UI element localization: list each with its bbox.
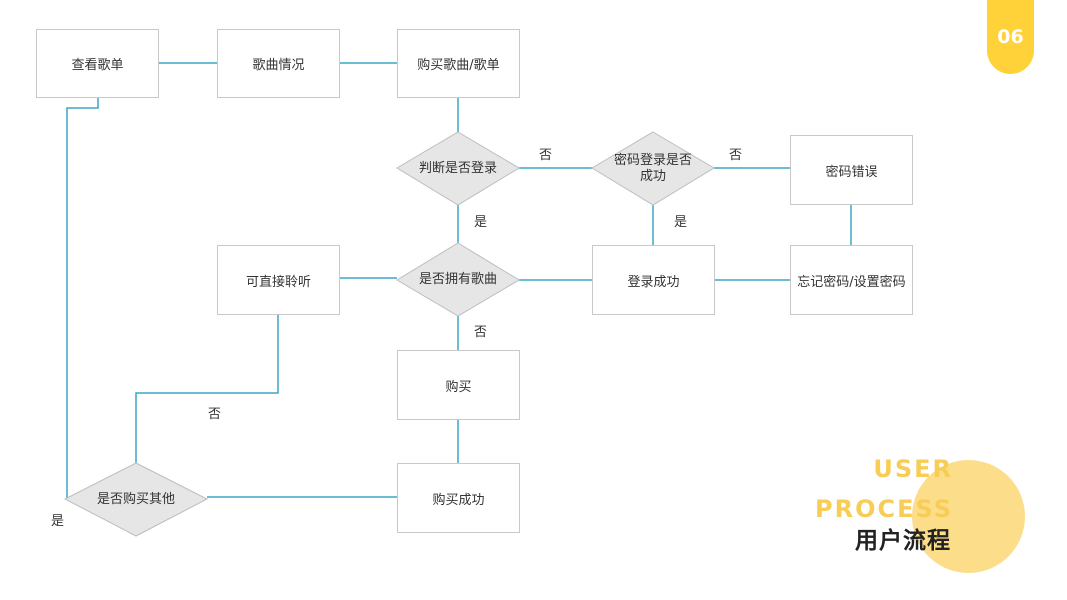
decision-pwd-login: 密码登录是否成功 bbox=[613, 152, 692, 184]
decorative-circle bbox=[912, 460, 1025, 573]
node-song-info: 歌曲情况 bbox=[217, 29, 340, 98]
edge-other-to-view bbox=[66, 98, 99, 499]
decision-own-song: 是否拥有歌曲 bbox=[418, 271, 497, 287]
node-song-info-label: 歌曲情况 bbox=[252, 58, 305, 73]
decision-buy-other: 是否购买其他 bbox=[96, 491, 175, 507]
label-yes-login: 是 bbox=[474, 215, 488, 230]
node-forgot-pwd-label: 忘记密码/设置密码 bbox=[797, 274, 906, 290]
node-listen-label: 可直接聆听 bbox=[245, 274, 311, 290]
node-pwd-error: 密码错误 bbox=[790, 135, 913, 205]
label-no-own: 否 bbox=[474, 325, 488, 340]
edge-listen-to-other bbox=[135, 315, 279, 463]
title-cn: 用户流程 bbox=[855, 528, 951, 554]
label-yes-pwd: 是 bbox=[674, 215, 688, 230]
decision-buy-other-shape bbox=[63, 462, 209, 537]
label-no-pwd: 否 bbox=[729, 148, 743, 163]
node-listen: 可直接聆听 bbox=[217, 245, 340, 315]
node-forgot-pwd: 忘记密码/设置密码 bbox=[790, 245, 913, 315]
title-en-line1: USER bbox=[873, 455, 953, 483]
node-login-ok: 登录成功 bbox=[592, 245, 715, 315]
node-buy: 购买 bbox=[397, 350, 520, 420]
node-view-list-label: 查看歌单 bbox=[71, 58, 124, 73]
node-pwd-error-label: 密码错误 bbox=[825, 164, 878, 180]
title-en-line2: PROCESS bbox=[815, 495, 953, 523]
label-yes-other: 是 bbox=[51, 514, 65, 529]
node-buy-label: 购买 bbox=[445, 379, 472, 395]
decision-pwd-login-shape bbox=[591, 131, 715, 206]
node-buy-ok: 购买成功 bbox=[397, 463, 520, 533]
node-buy-ok-label: 购买成功 bbox=[432, 492, 485, 508]
decision-own-song-shape bbox=[396, 242, 520, 317]
page-number: 06 bbox=[997, 26, 1024, 48]
label-no-login: 否 bbox=[539, 148, 553, 163]
node-login-ok-label: 登录成功 bbox=[627, 274, 680, 290]
decision-check-login-shape bbox=[396, 131, 520, 206]
node-view-list: 查看歌单 bbox=[36, 29, 159, 98]
decision-check-login: 判断是否登录 bbox=[418, 160, 497, 176]
page-number-badge: 06 bbox=[987, 0, 1034, 74]
label-no-other: 否 bbox=[208, 407, 222, 422]
node-buy-song: 购买歌曲/歌单 bbox=[397, 29, 520, 98]
node-buy-song-label: 购买歌曲/歌单 bbox=[417, 58, 500, 73]
